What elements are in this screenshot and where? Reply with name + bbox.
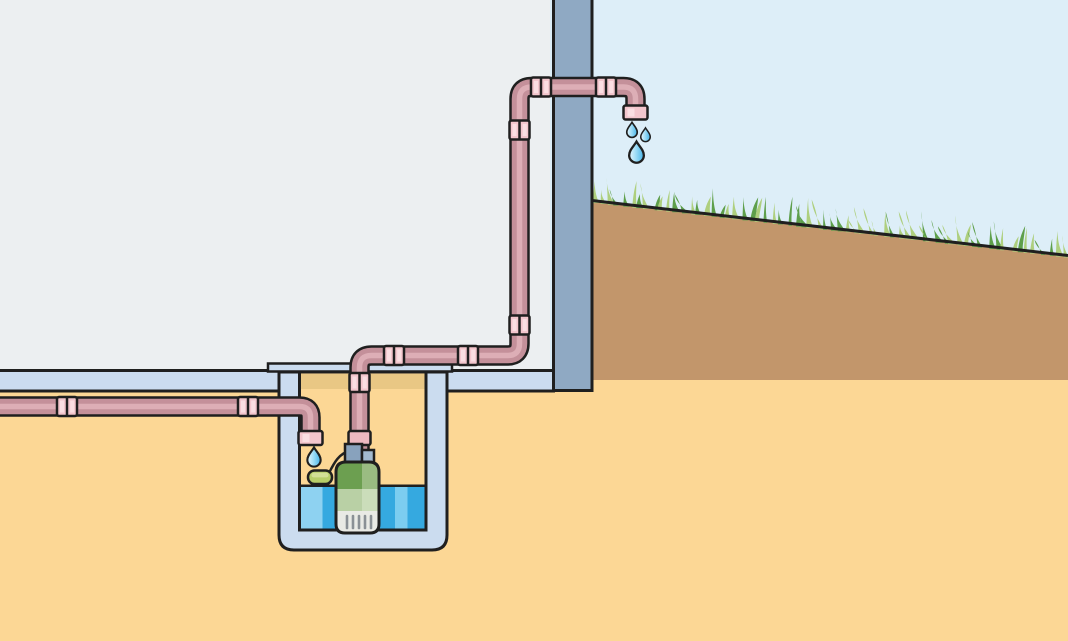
grass-blade — [711, 188, 717, 217]
grass-blade — [1017, 225, 1026, 253]
pump-cap-light — [362, 462, 379, 489]
grass-blade — [898, 211, 912, 240]
pump-body-sections — [336, 462, 379, 533]
basement-interior — [0, 0, 556, 373]
ground-edge-line — [591, 199, 1068, 257]
pipe-coupling — [55, 395, 79, 418]
grass-blade — [763, 196, 768, 223]
grass-blade — [640, 183, 649, 209]
pump-body-left — [336, 489, 362, 511]
grass-blade — [919, 225, 930, 242]
grass-blade — [931, 220, 944, 243]
grass-blade — [691, 196, 697, 215]
grass-blade — [1023, 227, 1028, 253]
grass-blade — [823, 209, 827, 230]
pump-outline — [334, 460, 381, 535]
grass-blade — [666, 190, 670, 212]
grass-blade — [754, 197, 763, 222]
pipe-coupling — [508, 314, 531, 336]
discharge-outlet-cap — [622, 104, 649, 121]
foundation-wall — [552, 0, 594, 392]
water-highlight-right — [395, 485, 408, 530]
float-switch — [306, 469, 334, 486]
pump-cap-dark — [336, 462, 362, 489]
basement-floor-slab — [0, 369, 555, 393]
pump-body-right — [362, 489, 379, 511]
grass-blade — [829, 213, 838, 231]
grass-blade — [884, 211, 892, 237]
pipe-coupling — [594, 76, 618, 98]
pipe-coupling — [508, 119, 531, 141]
pipe-coupling — [529, 76, 553, 98]
pipe-coupling — [348, 371, 371, 394]
grass-blade — [993, 221, 1004, 250]
grass-blade — [835, 208, 846, 232]
grass-blade — [963, 224, 971, 246]
pipe-coupling — [456, 344, 480, 367]
pipe-coupling — [236, 395, 260, 418]
grass-blade — [863, 208, 874, 236]
grass-blade — [811, 199, 824, 230]
topsoil-slope — [592, 200, 1068, 380]
grass-blade — [885, 211, 895, 238]
grass-blade — [1055, 230, 1064, 257]
pump-intake-slots — [345, 514, 373, 530]
discharge-pipe — [349, 76, 646, 452]
grass-blade — [672, 191, 681, 213]
water-highlight-left — [299, 485, 323, 530]
grass-blade — [1000, 228, 1005, 251]
grass-blade — [845, 215, 851, 233]
drain-pipe-outlet-cap — [297, 429, 324, 447]
grass-blade — [796, 205, 809, 228]
drain-pipe — [0, 396, 321, 435]
grass-blade — [703, 196, 712, 216]
grass-blade — [989, 225, 996, 249]
underground-soil — [0, 378, 1068, 641]
grass-blade — [593, 181, 600, 204]
grass-blade — [606, 177, 615, 205]
grass-blade — [806, 197, 814, 228]
grass-blade — [1034, 239, 1046, 255]
grass-blade — [742, 197, 749, 221]
grass-blade — [788, 196, 793, 226]
pipe-coupling — [382, 344, 406, 367]
grass-blade — [750, 197, 759, 222]
grass-blade — [772, 202, 778, 224]
grass-blade — [1030, 233, 1036, 254]
grass-blade — [853, 206, 866, 234]
grass-blade — [632, 181, 638, 208]
float-switch-highlight — [311, 472, 329, 478]
grass-blade — [905, 210, 920, 240]
grass-blade — [1049, 238, 1055, 256]
sump-pump — [334, 460, 381, 535]
grass-blade — [955, 215, 964, 246]
grass-blade — [732, 196, 740, 220]
pump-intake-base — [336, 511, 379, 533]
